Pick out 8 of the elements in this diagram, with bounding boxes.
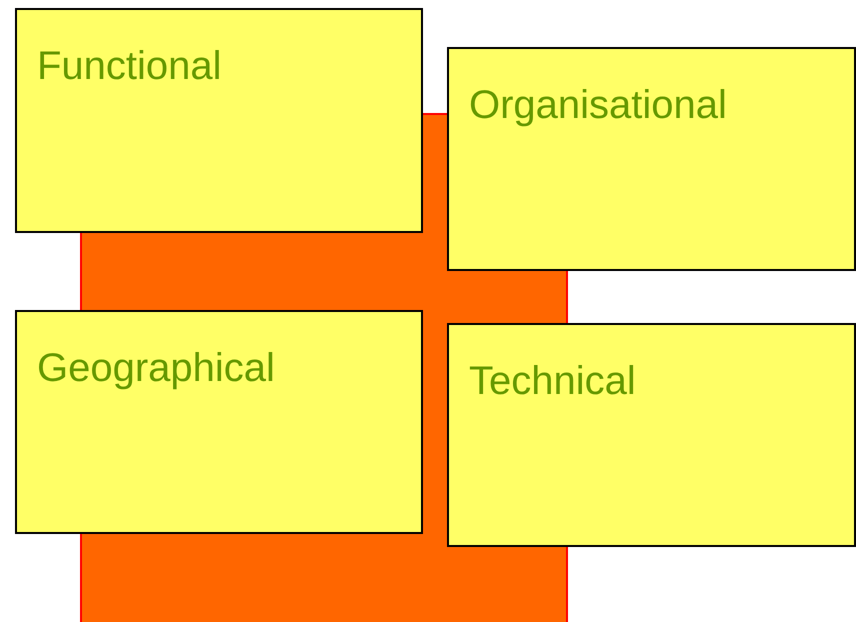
box-title: Functional bbox=[37, 44, 222, 88]
box-title: Technical bbox=[469, 359, 636, 403]
box-title: Organisational bbox=[469, 83, 727, 127]
text-box bbox=[447, 47, 856, 271]
text-box bbox=[15, 8, 423, 233]
text-box bbox=[447, 323, 856, 547]
text-box bbox=[15, 310, 423, 534]
box-title: Geographical bbox=[37, 346, 275, 390]
